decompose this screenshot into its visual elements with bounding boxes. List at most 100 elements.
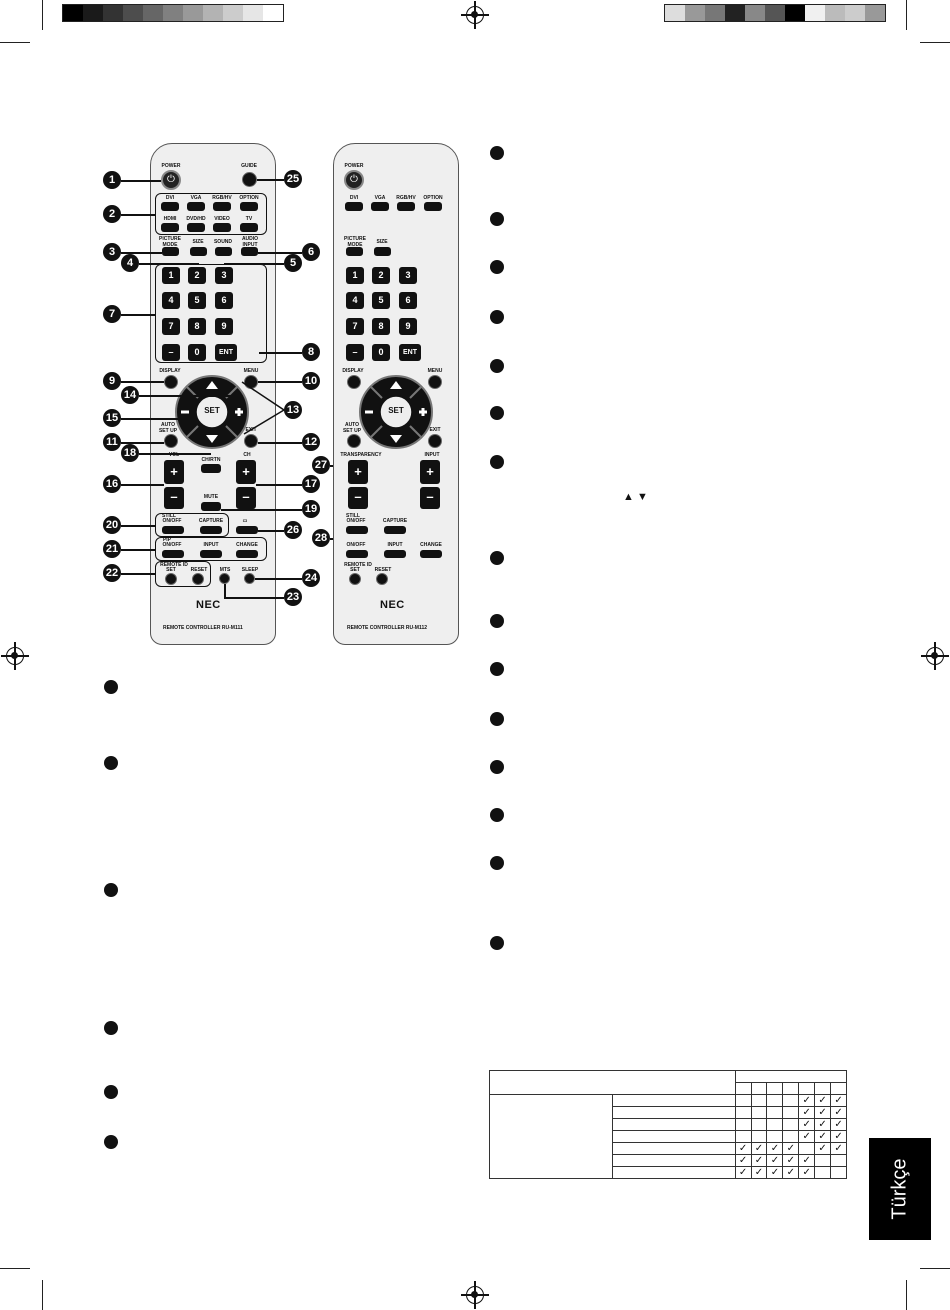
key-9-button[interactable]: 9 [215, 318, 233, 335]
power-button[interactable]: ⏻ [344, 170, 364, 190]
dpad-left[interactable] [172, 372, 252, 452]
remote-id-reset-button[interactable] [376, 573, 388, 585]
key-7-button[interactable]: 7 [346, 318, 364, 335]
picture-mode-button[interactable] [346, 247, 363, 256]
capture-button[interactable] [200, 526, 222, 534]
auto-setup-button[interactable] [164, 434, 178, 448]
remote-id-reset-button[interactable] [192, 573, 204, 585]
remote-id-set-button[interactable] [165, 573, 177, 585]
vga-button[interactable] [371, 202, 389, 211]
key-ent-button[interactable]: ENT [215, 344, 237, 361]
remote-id-set-button[interactable] [349, 573, 361, 585]
check-mark-icon: ✓ [786, 1154, 795, 1166]
display-button[interactable] [347, 375, 361, 389]
pip-onoff-button[interactable] [346, 550, 368, 558]
vga-button[interactable] [187, 202, 205, 211]
pip-change-button[interactable] [420, 550, 442, 558]
key-4-button[interactable]: 4 [162, 292, 180, 309]
check-mark-icon: ✓ [786, 1142, 795, 1154]
pip-input-button[interactable] [384, 550, 406, 558]
key-8-button[interactable]: 8 [188, 318, 206, 335]
table-cell [798, 1142, 816, 1155]
key-1-button[interactable]: 1 [346, 267, 364, 284]
key-3-button[interactable]: 3 [215, 267, 233, 284]
pip-change-button[interactable] [236, 550, 258, 558]
capture-button[interactable] [384, 526, 406, 534]
key-7-button[interactable]: 7 [162, 318, 180, 335]
option-button[interactable] [424, 202, 442, 211]
tv-button[interactable] [240, 223, 258, 232]
dvi-button[interactable] [161, 202, 179, 211]
option-button[interactable] [240, 202, 258, 211]
vol-up-button[interactable]: + [164, 460, 184, 484]
exit-button[interactable] [428, 434, 442, 448]
dvi-button[interactable] [345, 202, 363, 211]
ch-up-button[interactable]: + [236, 460, 256, 484]
key-1-button[interactable]: 1 [162, 267, 180, 284]
vol-down-button[interactable]: – [164, 487, 184, 509]
auto-setup-button[interactable] [347, 434, 361, 448]
size-button[interactable] [374, 247, 391, 256]
key-5-button[interactable]: 5 [188, 292, 206, 309]
key-5-button[interactable]: 5 [372, 292, 390, 309]
key-2-button[interactable]: 2 [372, 267, 390, 284]
table-cell [734, 1118, 752, 1131]
key-4-button[interactable]: 4 [346, 292, 364, 309]
ch-down-button[interactable]: – [236, 487, 256, 509]
hdmi-button[interactable] [161, 223, 179, 232]
key-8-button[interactable]: 8 [372, 318, 390, 335]
key-0-button[interactable]: 0 [372, 344, 390, 361]
input-up-button[interactable]: + [420, 460, 440, 484]
display-button[interactable] [164, 375, 178, 389]
leader-line [121, 549, 155, 551]
picture-mode-button[interactable] [162, 247, 179, 256]
picture-freeze-button[interactable] [236, 526, 258, 534]
key-6-button[interactable]: 6 [399, 292, 417, 309]
leader-line [224, 263, 284, 265]
still-onoff-button[interactable] [346, 526, 368, 534]
size-button[interactable] [190, 247, 207, 256]
rgbhv-button[interactable] [397, 202, 415, 211]
chrtn-button[interactable] [201, 464, 221, 473]
size-label: SIZE [376, 239, 388, 245]
key-6-button[interactable]: 6 [215, 292, 233, 309]
registration-mark-top-icon [461, 1, 489, 29]
menu-button[interactable] [428, 375, 442, 389]
table-cell [766, 1118, 784, 1131]
bullet-dot-icon [490, 662, 504, 676]
set-label: SET [388, 406, 404, 415]
callout-18: 18 [121, 444, 139, 462]
sleep-button[interactable] [244, 573, 255, 584]
picture-mode-label: PICTURE MODE [159, 236, 181, 248]
key-ent-button[interactable]: ENT [399, 344, 421, 361]
pip-onoff-button[interactable] [162, 550, 184, 558]
key-dash-button[interactable]: – [346, 344, 364, 361]
power-button[interactable]: ⏻ [161, 170, 181, 190]
mute-button[interactable] [201, 502, 221, 511]
exit-button[interactable] [244, 434, 258, 448]
key-dash-button[interactable]: – [162, 344, 180, 361]
input-down-button[interactable]: – [420, 487, 440, 509]
key-3-button[interactable]: 3 [399, 267, 417, 284]
guide-button[interactable] [242, 172, 257, 187]
grayscale-bar-left [62, 4, 284, 22]
check-mark-icon: ✓ [818, 1118, 827, 1130]
video-button[interactable] [213, 223, 231, 232]
still-onoff-button[interactable] [162, 526, 184, 534]
pip-input-button[interactable] [200, 550, 222, 558]
mts-button[interactable] [219, 573, 230, 584]
power-label: POWER [344, 163, 364, 169]
audio-input-button[interactable] [241, 247, 258, 256]
dpad-right[interactable] [356, 372, 436, 452]
key-2-button[interactable]: 2 [188, 267, 206, 284]
sound-button[interactable] [215, 247, 232, 256]
table-cell: ✓ [798, 1154, 816, 1167]
key-0-button[interactable]: 0 [188, 344, 206, 361]
key-9-button[interactable]: 9 [399, 318, 417, 335]
check-mark-icon: ✓ [818, 1106, 827, 1118]
rgbhv-button[interactable] [213, 202, 231, 211]
callout-6: 6 [302, 243, 320, 261]
transparency-up-button[interactable]: + [348, 460, 368, 484]
transparency-down-button[interactable]: – [348, 487, 368, 509]
dvdhd-button[interactable] [187, 223, 205, 232]
